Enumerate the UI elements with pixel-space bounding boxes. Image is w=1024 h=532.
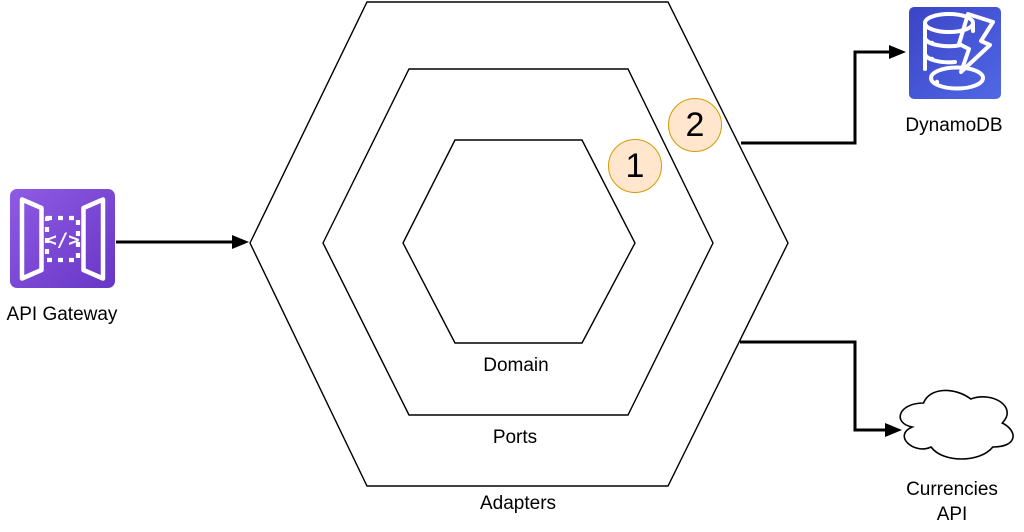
domain-label: Domain bbox=[483, 355, 549, 376]
step-badge-1: 1 bbox=[608, 139, 662, 193]
arrow-adapters-to-dynamodb bbox=[741, 45, 906, 145]
db-dot-1 bbox=[929, 40, 935, 46]
dynamodb-icon bbox=[909, 7, 1001, 99]
db-band-1 bbox=[923, 36, 963, 49]
api-gateway-icon: </> bbox=[10, 189, 115, 288]
db-band-2 bbox=[923, 52, 957, 65]
currencies-api-label-line2: API bbox=[936, 504, 968, 525]
db-bottom-ring bbox=[929, 65, 985, 91]
step-badge-2: 2 bbox=[668, 98, 722, 152]
ports-label: Ports bbox=[492, 427, 538, 448]
db-lightning-bolt bbox=[957, 12, 995, 74]
step-badge-2-number: 2 bbox=[685, 105, 705, 144]
inner-hexagon-domain bbox=[402, 139, 636, 344]
currencies-api-label-line1: Currencies bbox=[906, 479, 998, 500]
arrow-adapters-to-currencies-api bbox=[740, 340, 902, 437]
api-gateway-label: API Gateway bbox=[6, 304, 118, 325]
adapters-label: Adapters bbox=[479, 493, 557, 514]
gateway-right-panel bbox=[81, 197, 106, 281]
gateway-dashed-box bbox=[44, 215, 81, 263]
db-dot-2 bbox=[929, 56, 935, 62]
gateway-code-glyph: </> bbox=[45, 229, 79, 251]
currencies-api-label: Currencies API bbox=[882, 477, 1022, 527]
arrow-api-gateway-to-adapters bbox=[116, 235, 249, 249]
dynamodb-label: DynamoDB bbox=[905, 115, 1003, 136]
cloud-shape bbox=[899, 389, 1014, 460]
db-dot-3 bbox=[934, 79, 940, 85]
gateway-left-panel bbox=[19, 197, 44, 281]
step-badge-1-number: 1 bbox=[625, 146, 645, 185]
